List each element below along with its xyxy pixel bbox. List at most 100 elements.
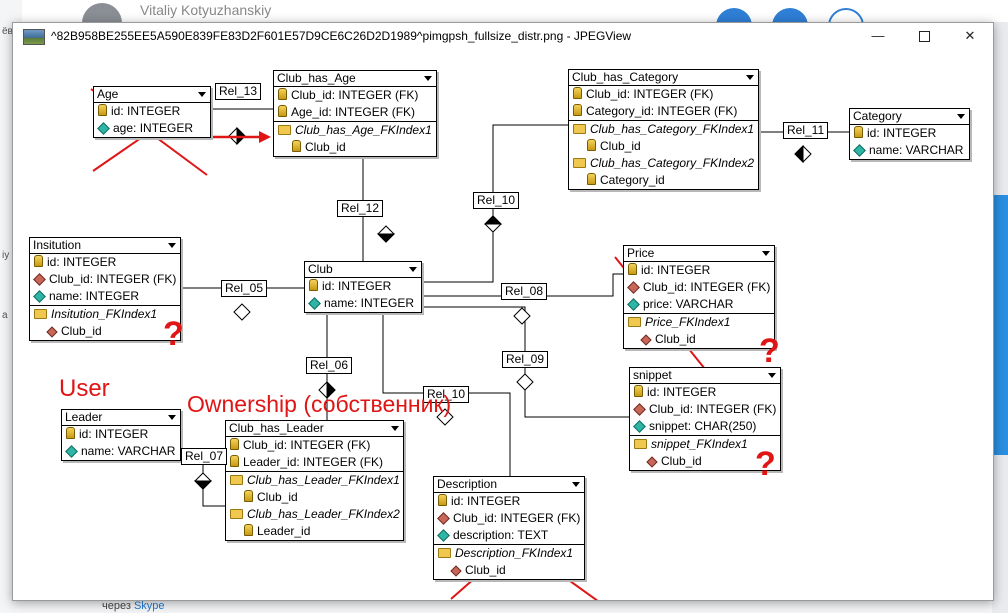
table-leader[interactable]: Leader id: INTEGER name: VARCHAR xyxy=(61,409,181,461)
relation-label-rel12[interactable]: Rel_12 xyxy=(337,200,384,217)
maximize-button[interactable] xyxy=(901,23,947,49)
dropdown-arrow-icon[interactable] xyxy=(409,267,417,272)
skype-link[interactable]: Skype xyxy=(133,600,165,612)
dropdown-arrow-icon[interactable] xyxy=(168,415,176,420)
table-index-field: Club_id xyxy=(226,489,403,506)
table-club-has-category[interactable]: Club_has_Category Club_id: INTEGER (FK) … xyxy=(568,69,759,190)
index-folder-icon xyxy=(230,475,243,485)
table-index: Club_has_Leader_FKIndex1 xyxy=(226,471,403,489)
table-price[interactable]: Price id: INTEGER Club_id: INTEGER (FK) … xyxy=(623,245,775,349)
diamond-rel06 xyxy=(318,380,336,400)
table-field: id: INTEGER xyxy=(630,384,780,401)
dropdown-arrow-icon[interactable] xyxy=(198,92,206,97)
table-field: id: INTEGER xyxy=(30,254,180,271)
relation-label-rel09[interactable]: Rel_09 xyxy=(502,351,549,368)
annotation-ownership: Ownership (собственник) xyxy=(187,391,452,417)
table-index: Club_has_Leader_FKIndex2 xyxy=(226,506,403,523)
dropdown-arrow-icon[interactable] xyxy=(746,75,754,80)
window-title: ^82B958BE255EE5A590E839FE83D2F601E57D9CE… xyxy=(51,29,632,43)
index-folder-icon xyxy=(278,125,291,135)
index-folder-icon xyxy=(573,158,586,168)
table-index-field: Club_id xyxy=(434,562,584,579)
table-header: Club xyxy=(305,262,421,278)
table-field: name: VARCHAR xyxy=(850,142,969,159)
diamond-rel09 xyxy=(516,373,534,391)
image-canvas[interactable]: Age id: INTEGER age: INTEGER Club_has_Ag… xyxy=(13,49,993,600)
primary-key-icon xyxy=(292,140,301,152)
attribute-icon xyxy=(633,420,646,433)
table-field: Club_id: INTEGER (FK) xyxy=(630,401,780,418)
foreign-key-icon xyxy=(627,281,640,294)
primary-key-icon xyxy=(438,494,447,506)
table-club[interactable]: Club id: INTEGER name: INTEGER xyxy=(304,261,422,313)
table-field: description: TEXT xyxy=(434,527,584,544)
primary-key-icon xyxy=(587,139,596,151)
diamond-rel10 xyxy=(483,215,503,233)
relation-label-rel10[interactable]: Rel_10 xyxy=(473,192,520,209)
table-header: Description xyxy=(434,477,584,493)
table-header: Leader xyxy=(62,410,180,426)
table-insitution[interactable]: Insitution id: INTEGER Club_id: INTEGER … xyxy=(29,237,181,341)
table-field: id: INTEGER xyxy=(434,493,584,510)
relation-label-rel06[interactable]: Rel_06 xyxy=(306,357,353,374)
diamond-rel08 xyxy=(513,307,531,325)
primary-key-icon xyxy=(573,87,582,99)
dropdown-arrow-icon[interactable] xyxy=(957,114,965,119)
foreign-key-icon xyxy=(640,334,652,346)
primary-key-icon xyxy=(573,104,582,116)
table-index-field: Leader_id xyxy=(226,523,403,540)
index-folder-icon xyxy=(34,309,47,319)
table-category[interactable]: Category id: INTEGER name: VARCHAR xyxy=(849,108,970,160)
diamond-rel07 xyxy=(193,472,213,490)
attribute-icon xyxy=(33,290,46,303)
table-description[interactable]: Description id: INTEGER Club_id: INTEGER… xyxy=(433,476,585,580)
table-field: age: INTEGER xyxy=(94,120,210,137)
dropdown-arrow-icon[interactable] xyxy=(572,482,580,487)
primary-key-icon xyxy=(278,105,287,117)
dropdown-arrow-icon[interactable] xyxy=(768,373,776,378)
title-bar[interactable]: ^82B958BE255EE5A590E839FE83D2F601E57D9CE… xyxy=(13,23,993,49)
dropdown-arrow-icon[interactable] xyxy=(168,243,176,248)
side-text: а xyxy=(2,310,8,321)
table-header: Price xyxy=(624,246,774,262)
image-viewer-window: ^82B958BE255EE5A590E839FE83D2F601E57D9CE… xyxy=(12,22,994,601)
relation-label-rel10-lower[interactable]: Rel_10 xyxy=(423,386,470,403)
relation-label-rel11[interactable]: Rel_11 xyxy=(783,122,829,139)
table-header: snippet xyxy=(630,368,780,384)
index-folder-icon xyxy=(438,548,451,558)
relation-label-rel08[interactable]: Rel_08 xyxy=(501,283,548,300)
table-field: snippet: CHAR(250) xyxy=(630,418,780,435)
dropdown-arrow-icon[interactable] xyxy=(762,251,770,256)
table-index: Insitution_FKIndex1 xyxy=(30,305,180,323)
foreign-key-icon xyxy=(33,273,46,286)
diamond-rel11 xyxy=(794,144,812,164)
table-age[interactable]: Age id: INTEGER age: INTEGER xyxy=(93,86,211,138)
primary-key-icon xyxy=(587,173,596,185)
primary-key-icon xyxy=(854,126,863,138)
attribute-icon xyxy=(627,298,640,311)
relation-label-rel07[interactable]: Rel_07 xyxy=(181,448,228,465)
relation-label-rel13[interactable]: Rel_13 xyxy=(215,83,262,100)
primary-key-icon xyxy=(309,279,318,291)
relation-label-rel05[interactable]: Rel_05 xyxy=(221,280,268,297)
primary-key-icon xyxy=(34,255,43,267)
table-index: Club_has_Category_FKIndex1 xyxy=(569,120,758,138)
minimize-button[interactable]: — xyxy=(871,28,885,43)
annotation-question-mark: ? xyxy=(755,445,776,483)
close-button[interactable]: ✕ xyxy=(964,28,976,43)
table-club-has-leader[interactable]: Club_has_Leader Club_id: INTEGER (FK) Le… xyxy=(225,420,404,541)
dropdown-arrow-icon[interactable] xyxy=(424,76,432,81)
table-index-field: Club_id xyxy=(624,331,774,348)
attribute-icon xyxy=(97,122,110,135)
dropdown-arrow-icon[interactable] xyxy=(391,426,399,431)
primary-key-icon xyxy=(66,427,75,439)
attribute-icon xyxy=(853,144,866,157)
foreign-key-icon xyxy=(646,456,658,468)
background-footer-text: через Skype xyxy=(102,600,165,612)
diamond-rel10-lower xyxy=(436,408,454,426)
table-field: name: VARCHAR xyxy=(62,443,180,460)
diamond-rel05 xyxy=(233,303,251,321)
table-header: Club_has_Age xyxy=(274,71,436,87)
table-club-has-age[interactable]: Club_has_Age Club_id: INTEGER (FK) Age_i… xyxy=(273,70,437,157)
table-snippet[interactable]: snippet id: INTEGER Club_id: INTEGER (FK… xyxy=(629,367,781,471)
